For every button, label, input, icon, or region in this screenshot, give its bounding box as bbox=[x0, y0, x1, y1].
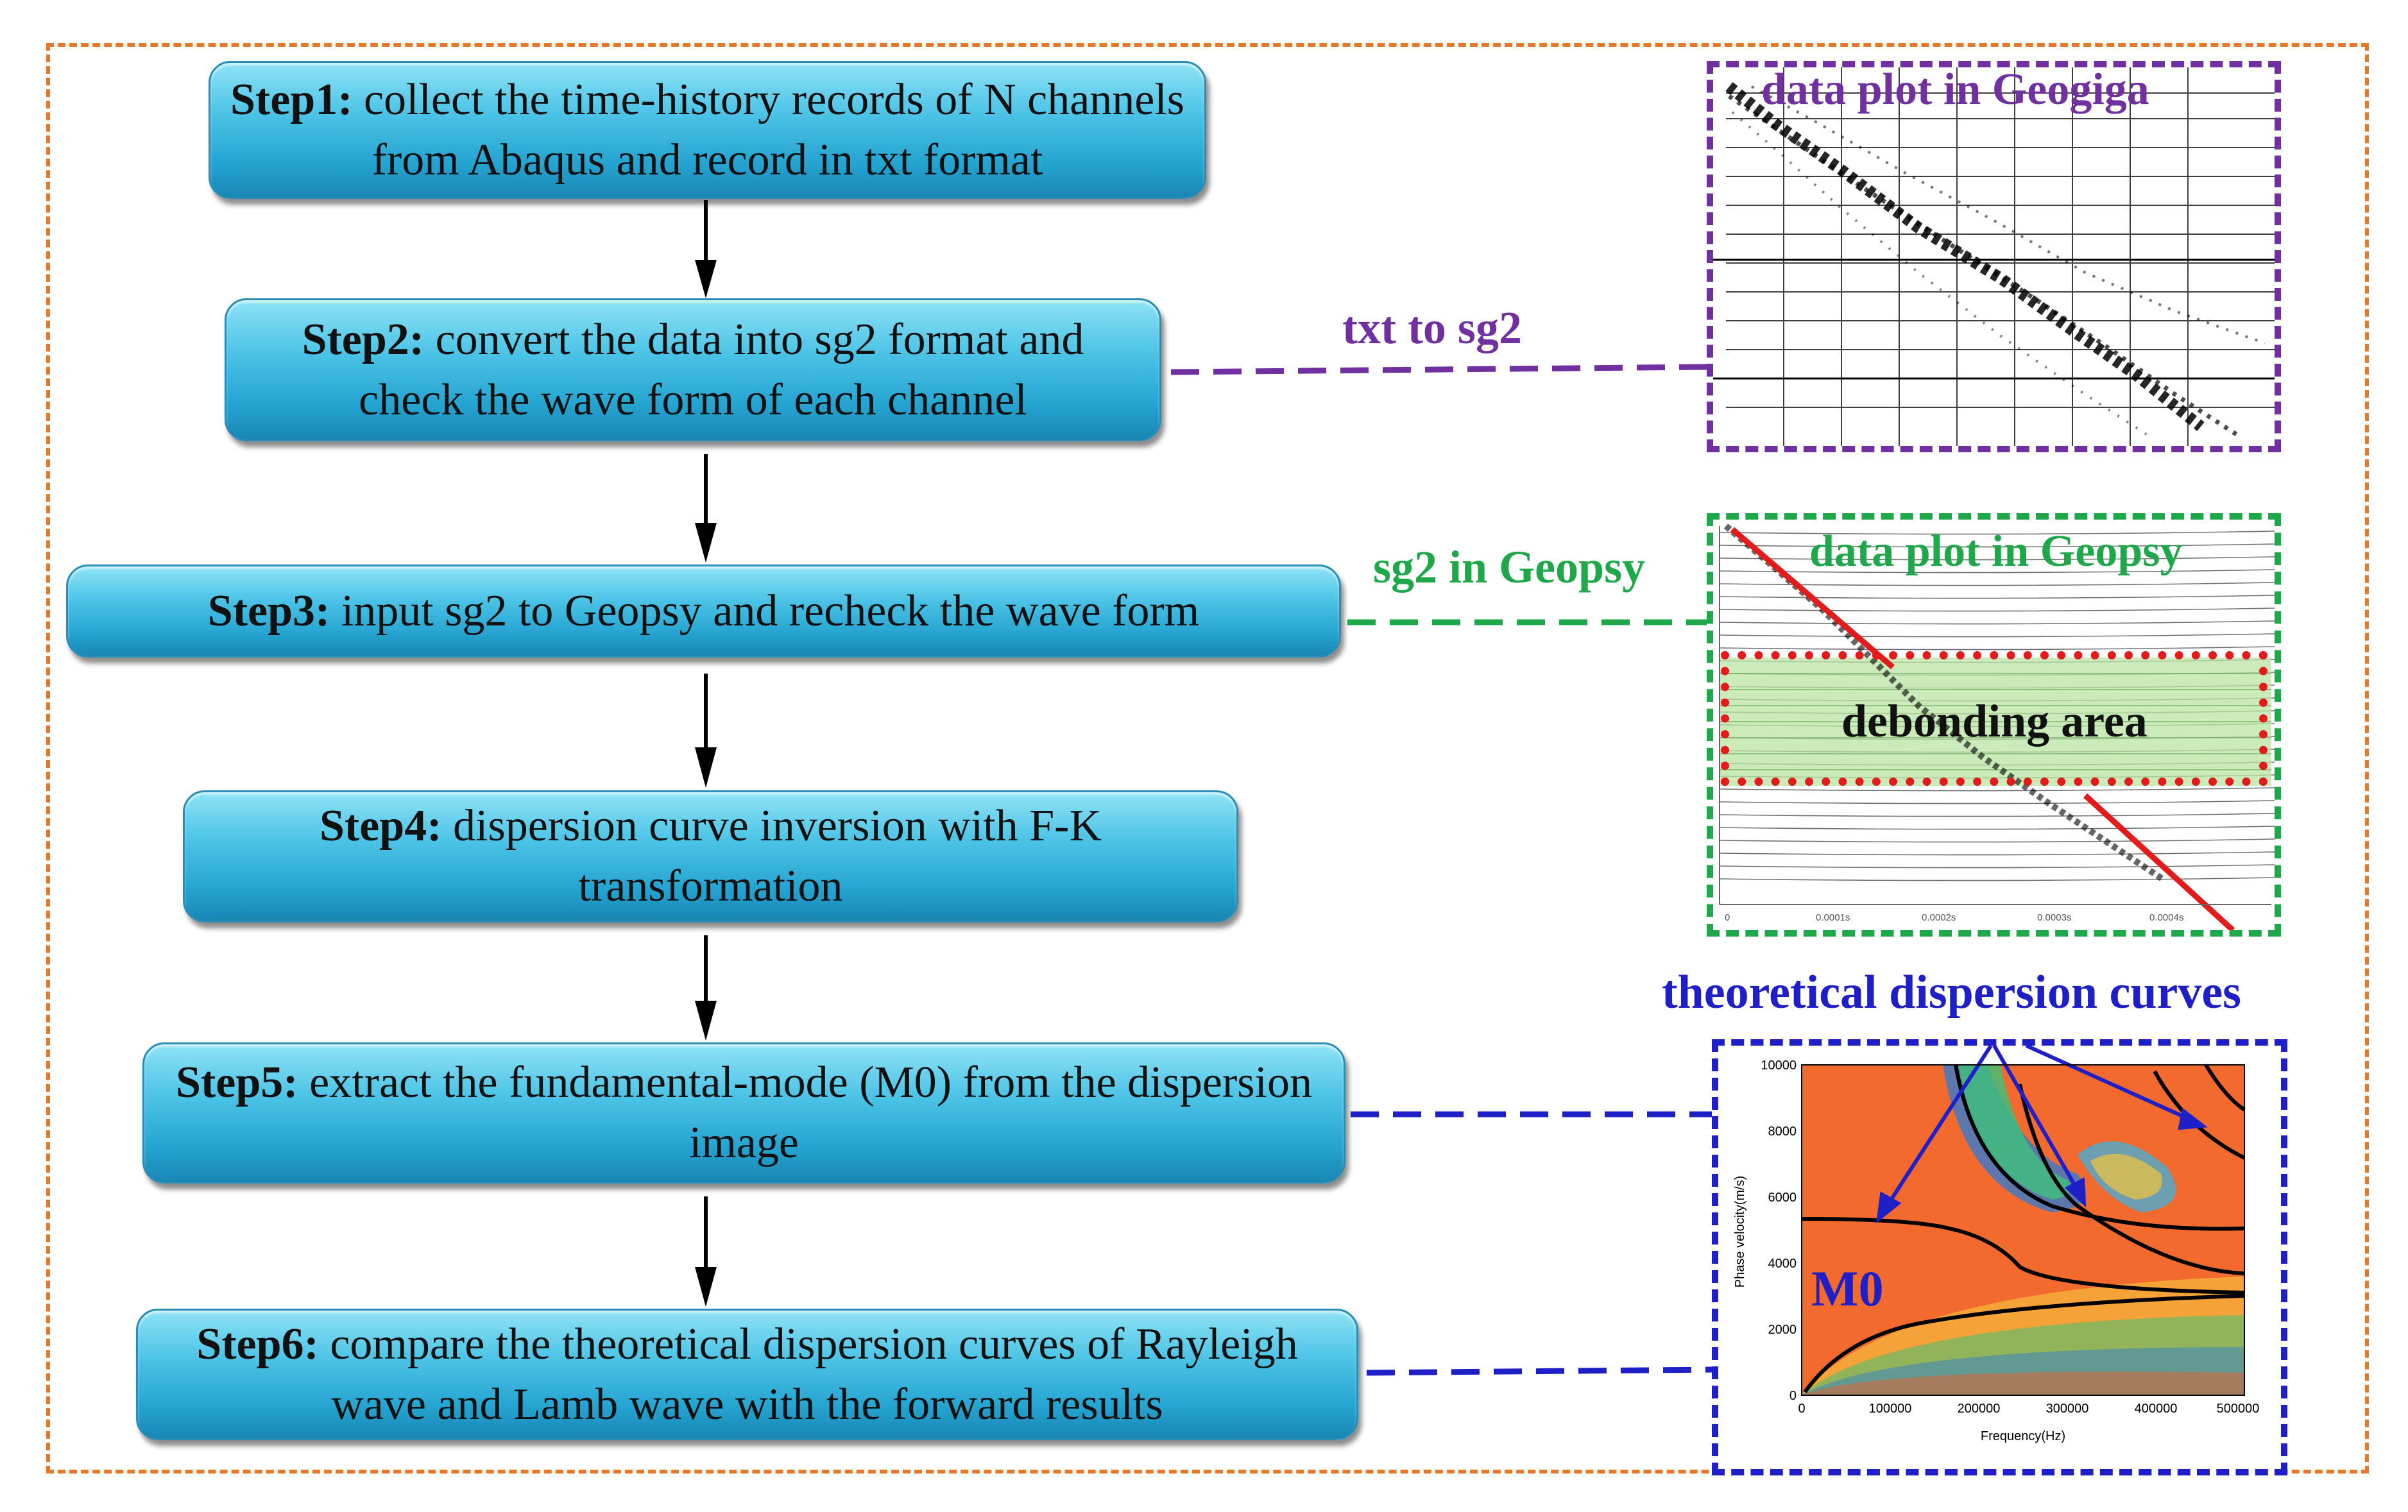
step2-id: Step2: bbox=[302, 314, 425, 364]
geopsy-xtick-4: 0.0004s bbox=[2149, 912, 2183, 923]
debonding-area-label: debonding area bbox=[1841, 695, 2148, 747]
x-axis-label: Frequency(Hz) bbox=[1981, 1429, 2065, 1443]
step2-text: convert the data into sg2 format and che… bbox=[359, 314, 1084, 425]
sg2-in-geopsy-label: sg2 in Geopsy bbox=[1373, 541, 1646, 593]
ytick-0: 0 bbox=[1789, 1389, 1797, 1403]
ytick-2: 4000 bbox=[1768, 1257, 1797, 1271]
flow-arrow-5 bbox=[695, 1196, 717, 1307]
step6-box: Step6: compare the theoretical dispersio… bbox=[136, 1309, 1358, 1440]
geogiga-title: data plot in Geogiga bbox=[1761, 65, 2149, 114]
xtick-0: 0 bbox=[1798, 1402, 1805, 1416]
y-axis-label: Phase velocity(m/s) bbox=[1733, 1176, 1747, 1288]
xtick-5: 500000 bbox=[2217, 1402, 2260, 1416]
dispersion-title: theoretical dispersion curves bbox=[1662, 966, 2241, 1019]
geopsy-xtick-3: 0.0003s bbox=[2037, 912, 2071, 923]
flow-arrow-1 bbox=[695, 200, 717, 298]
outer-dashed-frame bbox=[46, 43, 2369, 1474]
flow-arrow-2 bbox=[695, 454, 717, 563]
geogiga-seismic-plot bbox=[1713, 67, 2275, 446]
flow-arrow-3 bbox=[695, 674, 717, 788]
connector-step6-dispersion bbox=[1366, 1366, 1715, 1376]
step5-box: Step5: extract the fundamental-mode (M0)… bbox=[142, 1042, 1345, 1184]
ytick-5: 10000 bbox=[1761, 1058, 1797, 1073]
geopsy-xtick-1: 0.0001s bbox=[1816, 912, 1850, 923]
step5-text: extract the fundamental-mode (M0) from t… bbox=[298, 1058, 1312, 1168]
step2-box: Step2: convert the data into sg2 format … bbox=[225, 298, 1161, 441]
m0-label: M0 bbox=[1811, 1261, 1884, 1316]
geopsy-seismic-plot: 0 0.0001s 0.0002s 0.0003s 0.0004s bbox=[1719, 523, 2275, 930]
debonding-area-box bbox=[1721, 651, 2267, 786]
step5-id: Step5: bbox=[176, 1058, 298, 1107]
geopsy-xtick-0: 0 bbox=[1725, 912, 1730, 923]
step1-id: Step1: bbox=[230, 74, 353, 124]
dispersion-plot-panel: 0 2000 4000 6000 8000 10000 0 100000 200… bbox=[1712, 1039, 2287, 1475]
step6-text: compare the theoretical dispersion curve… bbox=[318, 1319, 1298, 1429]
geogiga-plot-panel: data plot in Geogiga bbox=[1707, 61, 2281, 452]
step4-text: dispersion curve inversion with F-K tran… bbox=[441, 801, 1102, 911]
step6-id: Step6: bbox=[196, 1319, 319, 1369]
txt-to-sg2-label: txt to sg2 bbox=[1342, 302, 1522, 353]
geopsy-plot-panel: 0 0.0001s 0.0002s 0.0003s 0.0004s debond… bbox=[1707, 513, 2281, 937]
xtick-2: 200000 bbox=[1958, 1402, 2001, 1416]
dispersion-image: 0 2000 4000 6000 8000 10000 0 100000 200… bbox=[1733, 1046, 2260, 1443]
step1-box: Step1: collect the time-history records … bbox=[209, 61, 1206, 199]
xtick-3: 300000 bbox=[2046, 1402, 2089, 1416]
geopsy-title: data plot in Geopsy bbox=[1809, 527, 2183, 576]
step3-box: Step3: input sg2 to Geopsy and recheck t… bbox=[66, 565, 1341, 658]
step3-text: input sg2 to Geopsy and recheck the wave… bbox=[330, 586, 1200, 636]
geopsy-xtick-2: 0.0002s bbox=[1922, 912, 1956, 923]
ytick-1: 2000 bbox=[1768, 1323, 1797, 1337]
xtick-4: 400000 bbox=[2135, 1402, 2178, 1416]
xtick-1: 100000 bbox=[1869, 1402, 1912, 1416]
step1-text: collect the time-history records of N ch… bbox=[352, 74, 1185, 185]
connector-step2-geogiga bbox=[1170, 364, 1709, 375]
flow-arrow-4 bbox=[695, 935, 717, 1041]
ytick-4: 8000 bbox=[1768, 1125, 1797, 1139]
step3-id: Step3: bbox=[207, 586, 330, 636]
ytick-3: 6000 bbox=[1768, 1191, 1797, 1205]
step4-id: Step4: bbox=[319, 801, 442, 851]
step4-box: Step4: dispersion curve inversion with F… bbox=[183, 790, 1238, 922]
